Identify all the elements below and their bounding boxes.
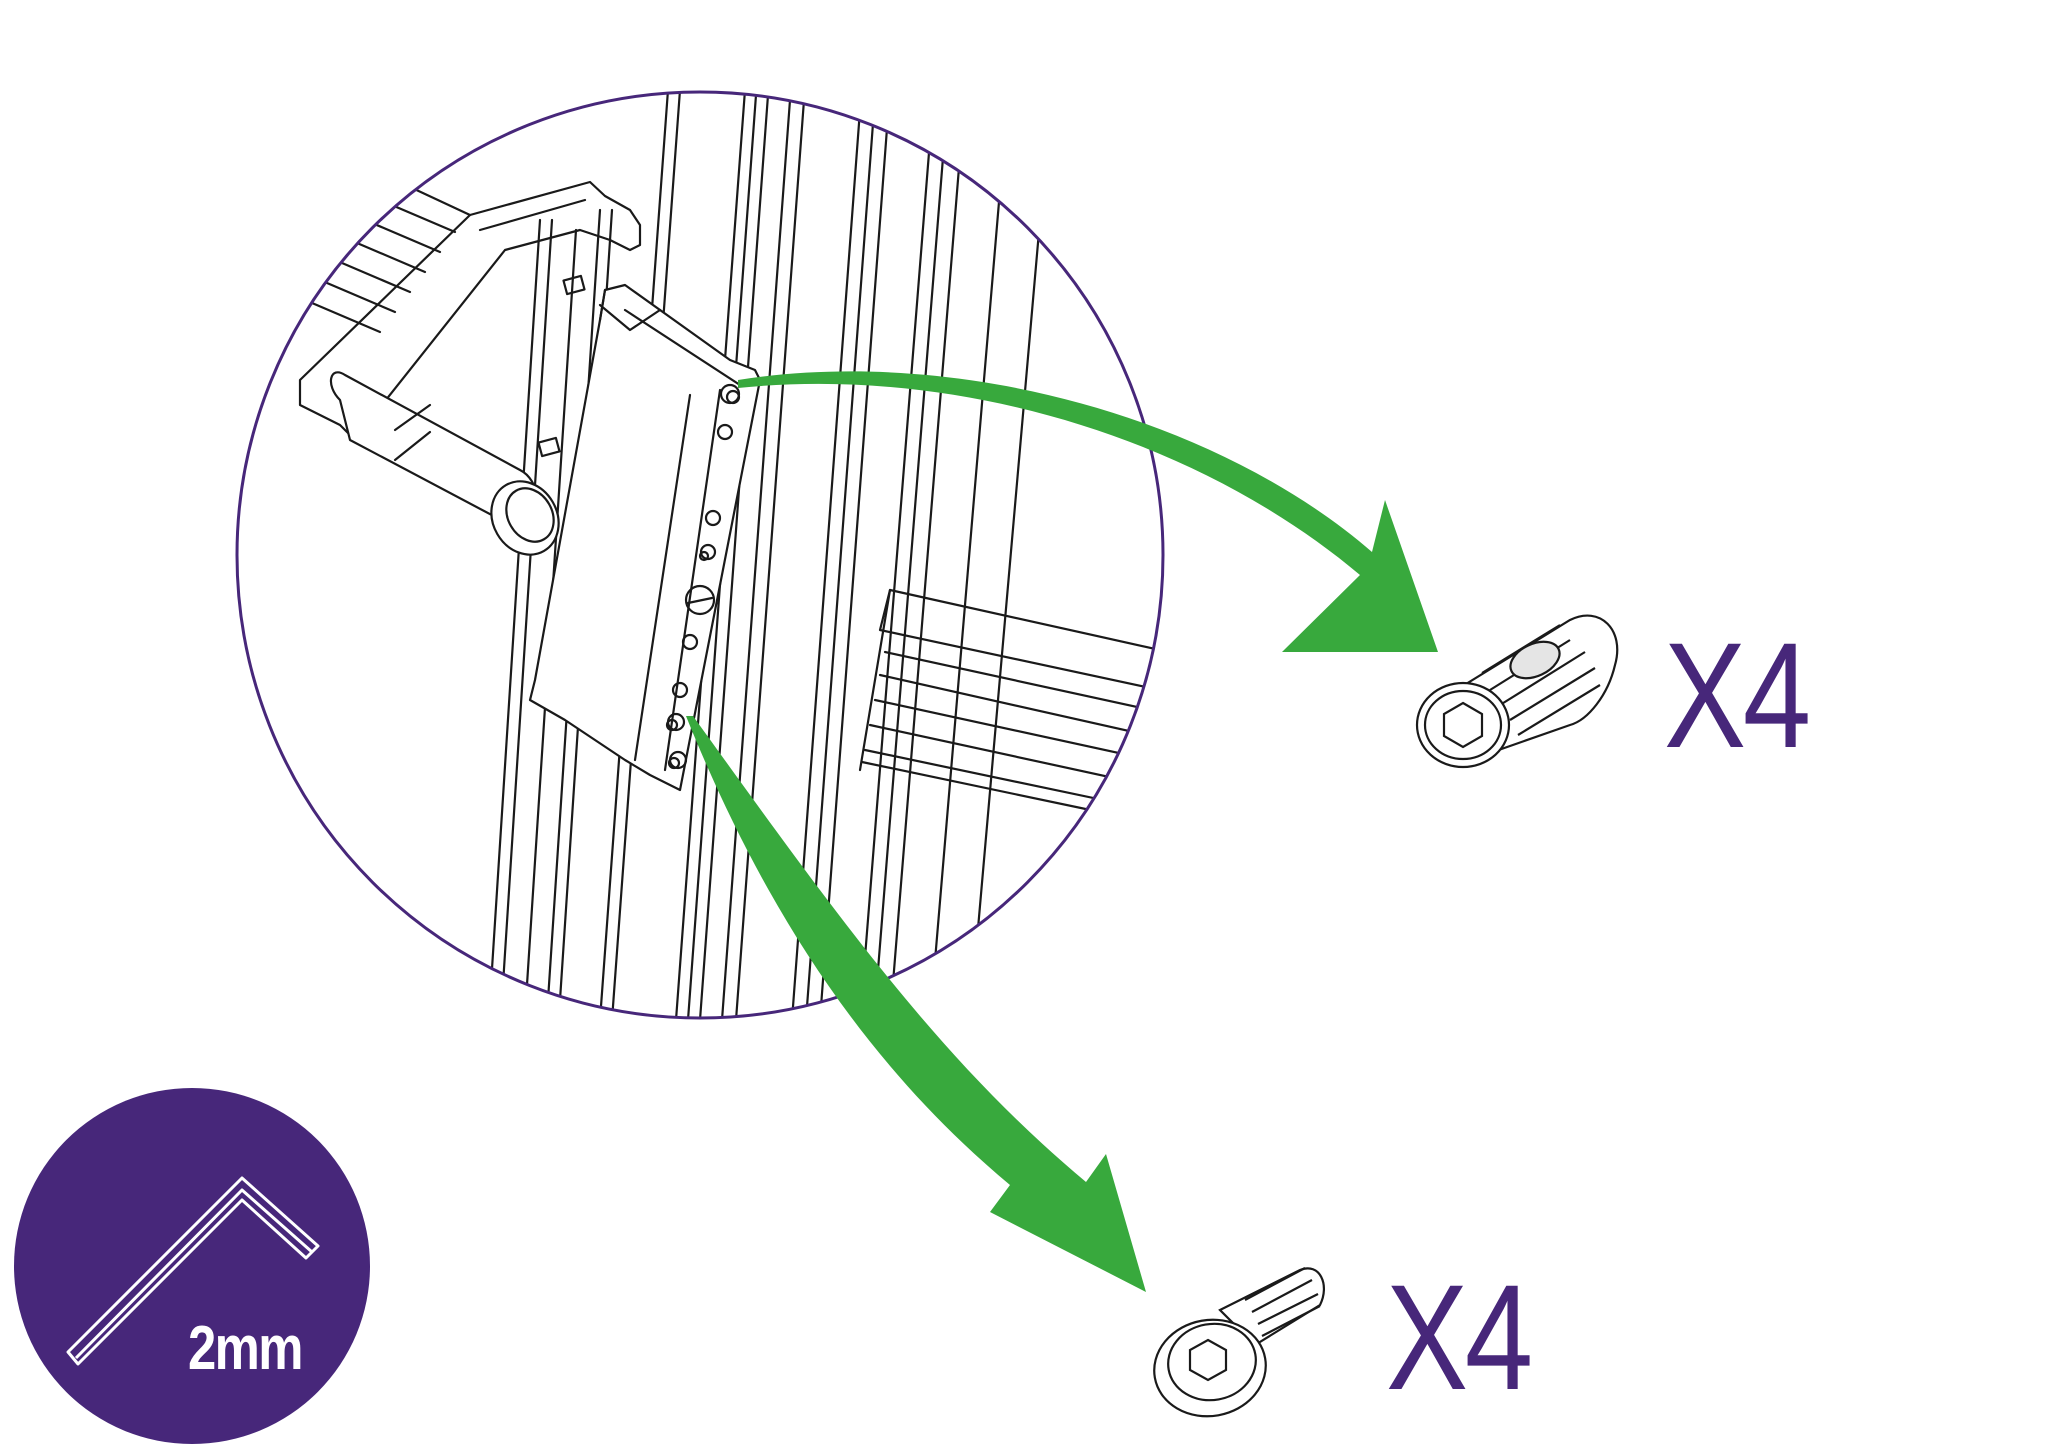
mounting-plate (528, 274, 762, 792)
hex-key-size-label: 2mm (188, 1314, 303, 1383)
insert-quantity-label: X4 (1664, 611, 1811, 779)
cylinder-grip (329, 371, 560, 556)
detail-circle-outline (235, 90, 1165, 1020)
vertical-profile-rail (598, 92, 1042, 1018)
screw-quantity-label: X4 (1386, 1253, 1533, 1421)
tool-badge (14, 1088, 370, 1444)
hex-key-icon (66, 1176, 320, 1366)
arrow-to-insert (738, 371, 1438, 652)
arrow-to-screw (686, 716, 1146, 1292)
countersunk-hex-screw-icon (1153, 1267, 1325, 1418)
threaded-insert-icon (1415, 614, 1619, 769)
tool-badge-circle (14, 1088, 370, 1444)
detail-zoom-circle (235, 90, 1165, 1020)
